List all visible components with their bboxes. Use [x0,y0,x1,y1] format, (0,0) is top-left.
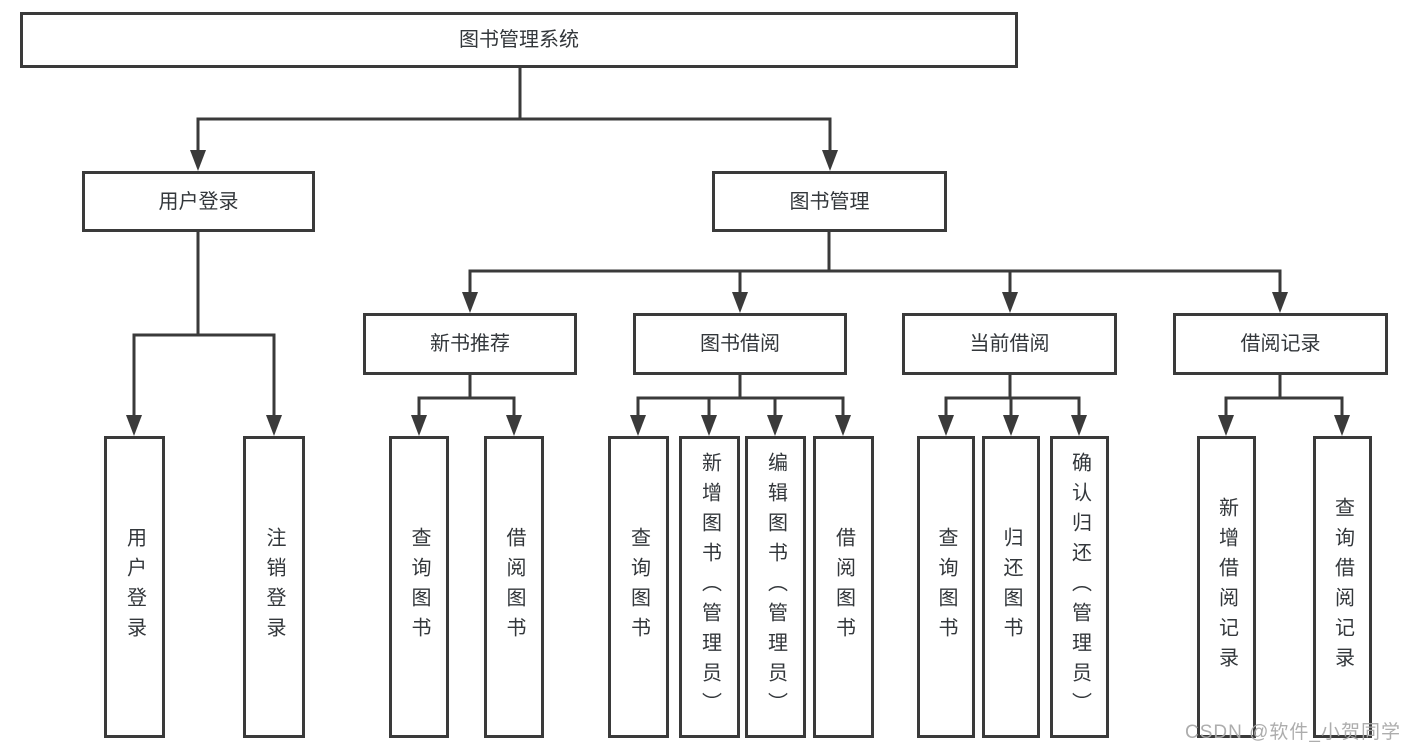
arrow-down-icon [822,150,838,171]
node-borrowing-records: 借阅记录 [1173,313,1388,375]
node-leaf-query-borrow-record: 查询借阅记录 [1313,436,1372,738]
node-leaf-edit-books-admin: 编辑图书（管理员） [745,436,806,738]
arrow-down-icon [1071,415,1087,436]
watermark: CSDN @软件_小贺同学 [1185,722,1401,743]
node-leaf-query-books-current: 查询图书 [917,436,975,738]
node-new-book-recommendation: 新书推荐 [363,313,577,375]
arrow-down-icon [1002,292,1018,313]
arrow-down-icon [1003,415,1019,436]
node-book-borrowing: 图书借阅 [633,313,847,375]
arrow-down-icon [266,415,282,436]
arrow-down-icon [732,292,748,313]
node-leaf-query-books-recommend: 查询图书 [389,436,449,738]
node-leaf-borrow-books: 借阅图书 [813,436,874,738]
node-current-borrowing: 当前借阅 [902,313,1117,375]
arrow-down-icon [701,415,717,436]
arrow-down-icon [126,415,142,436]
node-leaf-query-books-borrowing: 查询图书 [608,436,669,738]
arrow-down-icon [411,415,427,436]
node-library-management-system: 图书管理系统 [20,12,1018,68]
node-leaf-confirm-return-admin: 确认归还（管理员） [1050,436,1109,738]
arrow-down-icon [1218,415,1234,436]
arrow-down-icon [506,415,522,436]
node-user-login: 用户登录 [82,171,315,232]
node-leaf-borrow-books-recommend: 借阅图书 [484,436,544,738]
arrow-down-icon [767,415,783,436]
arrow-down-icon [1272,292,1288,313]
arrow-down-icon [462,292,478,313]
arrow-down-icon [1334,415,1350,436]
node-leaf-logout: 注销登录 [243,436,305,738]
arrow-down-icon [835,415,851,436]
node-leaf-add-books-admin: 新增图书（管理员） [679,436,740,738]
arrow-down-icon [630,415,646,436]
node-leaf-add-borrow-record: 新增借阅记录 [1197,436,1256,738]
node-leaf-user-login: 用户登录 [104,436,165,738]
node-leaf-return-books: 归还图书 [982,436,1040,738]
arrow-down-icon [190,150,206,171]
node-book-management: 图书管理 [712,171,947,232]
arrow-down-icon [938,415,954,436]
